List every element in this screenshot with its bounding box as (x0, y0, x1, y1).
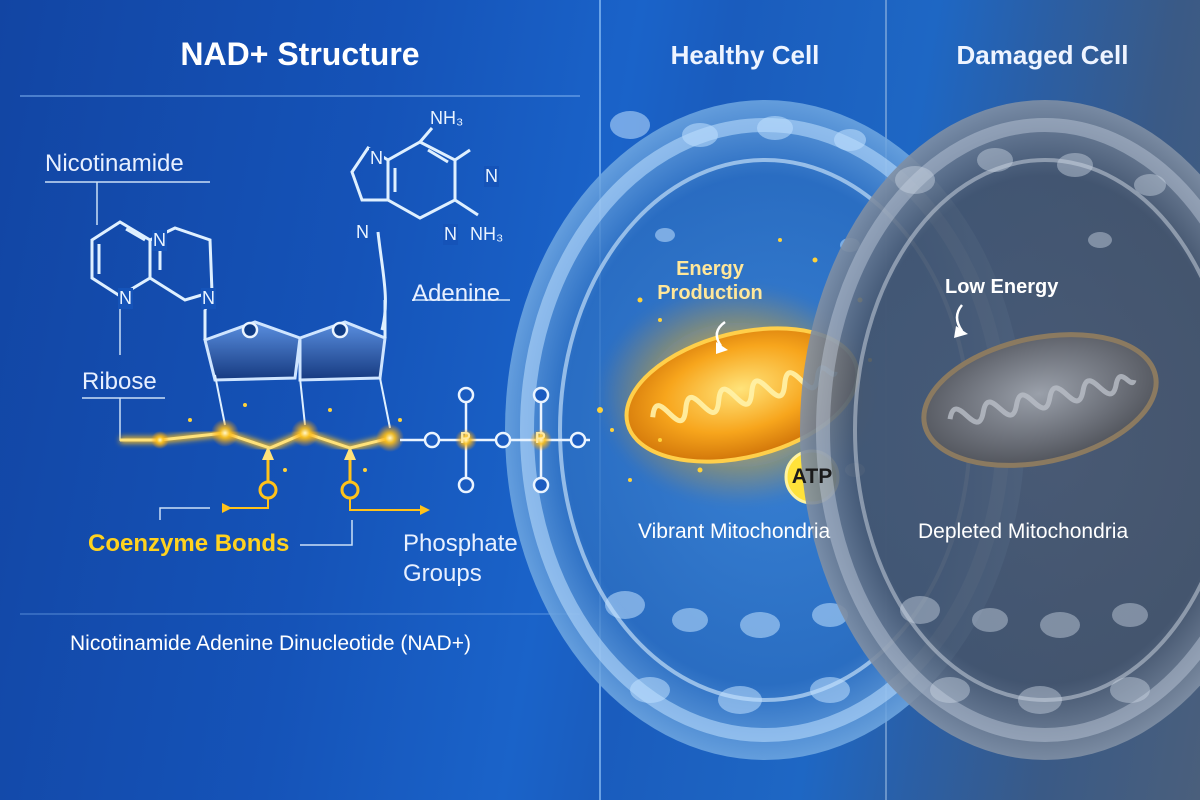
damaged-vesicles (895, 148, 1166, 714)
nicotinamide-label: Nicotinamide (45, 150, 184, 177)
atom-n-label: N (355, 222, 370, 243)
phosphate-label-line2: Groups (403, 560, 482, 587)
healthy-vesicles (605, 111, 866, 714)
low-energy-label: Low Energy (945, 276, 1059, 298)
healthy-cell-title: Healthy Cell (670, 40, 820, 70)
phosphate-chain (400, 386, 590, 494)
atom-n-label: N (118, 288, 133, 309)
atom-n-label: N (484, 166, 499, 187)
atom-p-label: P (460, 430, 471, 447)
damaged-mitochondrion (921, 332, 1159, 468)
coenzyme-bonds-label: Coenzyme Bonds (88, 530, 290, 557)
energy-arrow-icon (715, 320, 726, 347)
leader-lines (45, 181, 510, 546)
damaged-cell-title: Damaged Cell (956, 40, 1129, 70)
ribose-label: Ribose (82, 368, 157, 395)
atp-label: ATP (791, 465, 833, 488)
coenzyme-backbone (120, 374, 430, 515)
damaged-cell (800, 100, 1200, 760)
energy-production-label-line1: Energy (676, 258, 744, 280)
sparks (188, 403, 614, 472)
atom-p-label: P (535, 430, 546, 447)
low-energy-arrow-icon (955, 304, 964, 332)
footer-caption: Nicotinamide Adenine Dinucleotide (NAD+) (70, 632, 471, 655)
ribose-sugars (203, 291, 387, 382)
phosphate-label-line1: Phosphate (403, 530, 518, 557)
atom-n-label: N (443, 224, 458, 245)
vibrant-mitochondria-caption: Vibrant Mitochondria (638, 520, 831, 543)
depleted-mitochondria-caption: Depleted Mitochondria (918, 520, 1129, 543)
atom-n-label: N (369, 148, 384, 169)
adenine-label: Adenine (412, 280, 501, 307)
main-title: NAD+ Structure (180, 36, 420, 72)
amine-label: NH₃ (470, 224, 504, 244)
energy-production-label-line2: Production (657, 282, 763, 304)
amine-label: NH₃ (430, 108, 464, 128)
nicotinamide-ring (90, 220, 214, 302)
atom-n-label: N (152, 230, 167, 251)
atom-n-label: N (201, 288, 216, 309)
